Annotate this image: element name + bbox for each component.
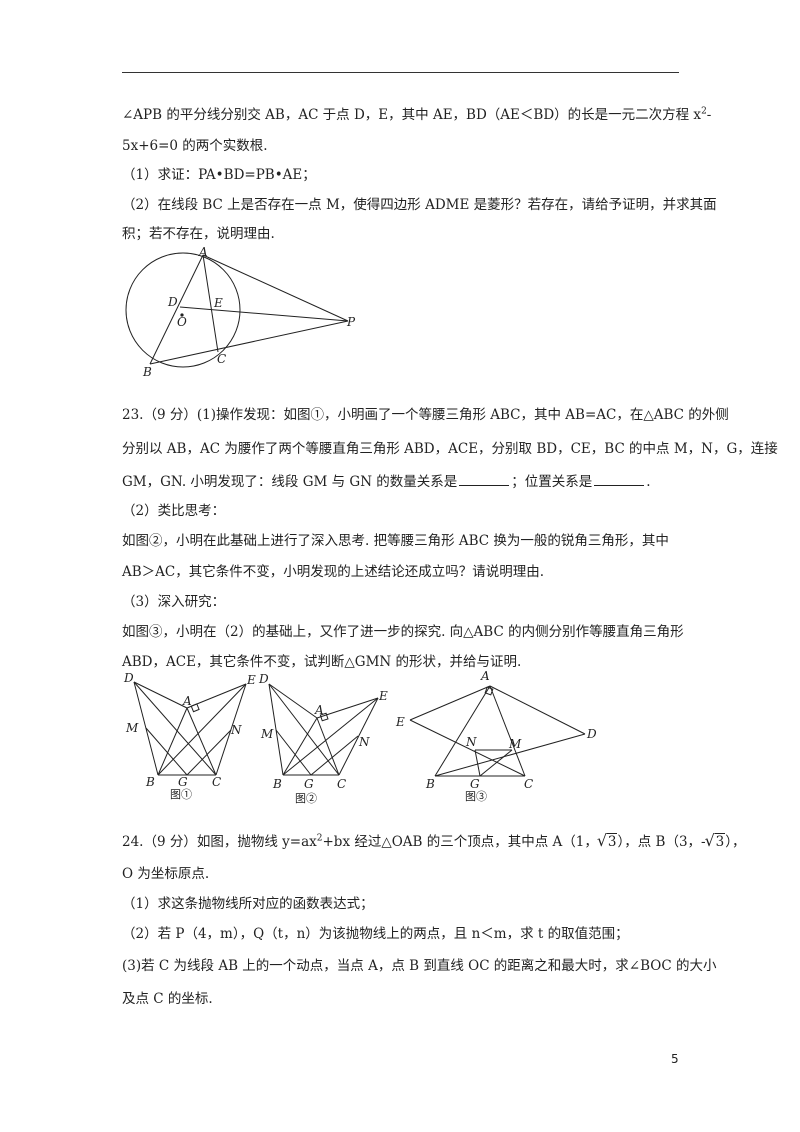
figure-1: D E A M N B G C 图① [123,671,256,801]
q22-line2: 5x+6=0 的两个实数根. [122,138,268,154]
svg-text:E: E [213,296,223,310]
sqrt-3: 3 [705,831,726,850]
svg-text:D: D [123,671,134,685]
svg-text:B: B [145,775,155,789]
q24-part3b: 及点 C 的坐标. [122,991,213,1007]
svg-text:G: G [304,777,314,791]
svg-text:B: B [425,777,435,791]
svg-text:B: B [272,777,282,791]
q22-part2b: 积；若不存在，说明理由. [122,226,275,242]
q23-line3: GM，GN. 小明发现了：线段 GM 与 GN 的数量关系是；位置关系是. [122,473,651,490]
svg-text:A: A [198,245,208,259]
q24-part1: （1）求这条抛物线所对应的函数表达式； [122,896,374,912]
svg-text:O: O [177,315,187,329]
svg-text:图①: 图① [170,788,192,801]
q23-part2-line1: 如图②，小明在此基础上进行了深入思考. 把等腰三角形 ABC 换为一般的锐角三角… [122,533,669,549]
svg-text:M: M [508,737,522,751]
q22-part2a: （2）在线段 BC 上是否存在一点 M，使得四边形 ADME 是菱形？若存在，请… [122,197,717,213]
q24-part3a: (3)若 C 为线段 AB 上的一个动点，当点 A，点 B 到直线 OC 的距离… [122,958,717,974]
sqrt-3: 3 [597,831,618,850]
svg-text:C: C [217,352,226,366]
svg-text:A: A [314,703,324,717]
svg-text:C: C [337,777,346,791]
svg-text:D: D [586,727,597,741]
circle-o [125,252,241,368]
page-number: 5 [671,1052,679,1066]
q23-part2-title: （2）类比思考： [122,503,226,519]
svg-text:G: G [470,777,480,791]
answer-blank [594,473,645,486]
svg-text:N: N [465,735,477,749]
q23-line2: 分别以 AB，AC 为腰作了两个等腰直角三角形 ABD，ACE，分别取 BD，C… [122,441,778,457]
svg-text:M: M [125,721,139,735]
q24-part2: （2）若 P（4，m），Q（t，n）为该抛物线上的两点，且 n＜m，求 t 的取… [122,926,629,942]
svg-text:C: C [212,775,221,789]
circle-tangent-figure: A D E O P B C [125,245,356,379]
svg-text:图③: 图③ [465,790,487,803]
header-rule [122,72,679,73]
svg-text:P: P [346,315,356,329]
svg-text:E: E [395,715,405,729]
svg-text:A: A [182,694,192,708]
svg-text:E: E [246,673,256,687]
q23-part3-line2: ABD，ACE，其它条件不变，试判断△GMN 的形状，并给与证明. [122,654,522,670]
q23-part3-title: （3）深入研究： [122,594,226,610]
q23-line1: 23.（9 分）(1)操作发现：如图①，小明画了一个等腰三角形 ABC，其中 A… [122,407,729,423]
answer-blank [459,473,510,486]
svg-text:D: D [258,672,269,686]
figure-2: D E A M N B G C 图② [258,672,388,805]
q24-line1: 24.（9 分）如图，抛物线 y=ax2+bx 经过△OAB 的三个顶点，其中点… [122,830,745,850]
q22-line1: ∠APB 的平分线分别交 AB，AC 于点 D，E，其中 AE，BD（AE＜BD… [122,106,712,124]
svg-text:图②: 图② [295,792,317,805]
svg-text:C: C [524,777,533,791]
svg-text:D: D [167,295,178,309]
svg-text:G: G [178,775,188,789]
svg-text:N: N [230,723,242,737]
svg-text:A: A [480,669,490,683]
q24-line2: O 为坐标原点. [122,866,210,882]
q22-part1: （1）求证：PA•BD=PB•AE； [122,167,316,183]
svg-text:M: M [260,727,274,741]
svg-text:N: N [358,735,370,749]
q23-part2-line2: AB＞AC，其它条件不变，小明发现的上述结论还成立吗？请说明理由. [122,564,545,580]
q23-part3-line1: 如图③，小明在（2）的基础上，又作了进一步的探究. 向△ABC 的内侧分别作等腰… [122,624,684,640]
svg-text:B: B [142,365,152,379]
svg-text:E: E [378,689,388,703]
figure-3: A E D N M B G C 图③ [395,669,597,803]
